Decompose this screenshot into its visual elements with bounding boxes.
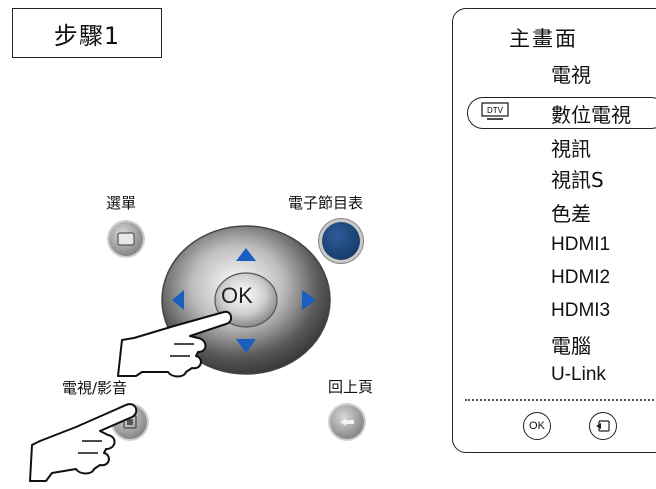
ok-button-icon: OK: [523, 412, 551, 440]
epg-button-label: 電子節目表: [288, 194, 364, 212]
menu-item-hdmi1[interactable]: HDMI1: [551, 234, 611, 255]
return-button[interactable]: [330, 405, 364, 439]
step-title: 步驟1: [12, 8, 162, 58]
menu-item-tv[interactable]: 電視: [551, 63, 591, 87]
selected-item-highlight: [467, 97, 656, 129]
down-arrow-icon[interactable]: [236, 339, 256, 353]
right-arrow-icon[interactable]: [302, 290, 316, 310]
main-menu-panel: 主畫面 DTV 電視 數位電視 視訊 視訊S 色差 HDMI1 HDMI2 HD…: [452, 8, 656, 453]
menu-item-video[interactable]: 視訊: [551, 137, 591, 161]
dtv-icon: DTV: [481, 102, 509, 120]
menu-title: 主畫面: [509, 27, 578, 51]
hand-pointer-icon: [117, 310, 232, 378]
left-arrow-icon[interactable]: [172, 290, 184, 310]
step-title-text: 步驟1: [53, 21, 121, 50]
source-button-label: 電視/影音: [62, 379, 128, 397]
menu-button-label: 選單: [106, 194, 137, 212]
source-button-icon: [589, 412, 617, 440]
menu-button[interactable]: [109, 222, 143, 256]
menu-item-hdmi2[interactable]: HDMI2: [551, 267, 611, 288]
hand-pointer-icon: [29, 403, 138, 482]
menu-button-icon: [117, 232, 135, 246]
menu-item-digital-tv[interactable]: 數位電視: [551, 103, 631, 127]
menu-item-component[interactable]: 色差: [551, 202, 591, 226]
menu-item-svideo[interactable]: 視訊S: [551, 168, 604, 192]
menu-item-ulink[interactable]: U-Link: [551, 364, 606, 385]
epg-button[interactable]: [322, 222, 360, 260]
menu-item-pc[interactable]: 電腦: [551, 334, 591, 358]
menu-divider: [465, 399, 656, 401]
return-button-icon: [340, 418, 354, 426]
dtv-icon-label: DTV: [487, 106, 504, 115]
dpad[interactable]: [150, 215, 350, 385]
ok-button-icon-label: OK: [529, 420, 545, 432]
up-arrow-icon[interactable]: [236, 248, 256, 261]
ok-button[interactable]: OK: [221, 283, 253, 308]
return-button-label: 回上頁: [328, 378, 374, 396]
menu-item-hdmi3[interactable]: HDMI3: [551, 300, 611, 321]
